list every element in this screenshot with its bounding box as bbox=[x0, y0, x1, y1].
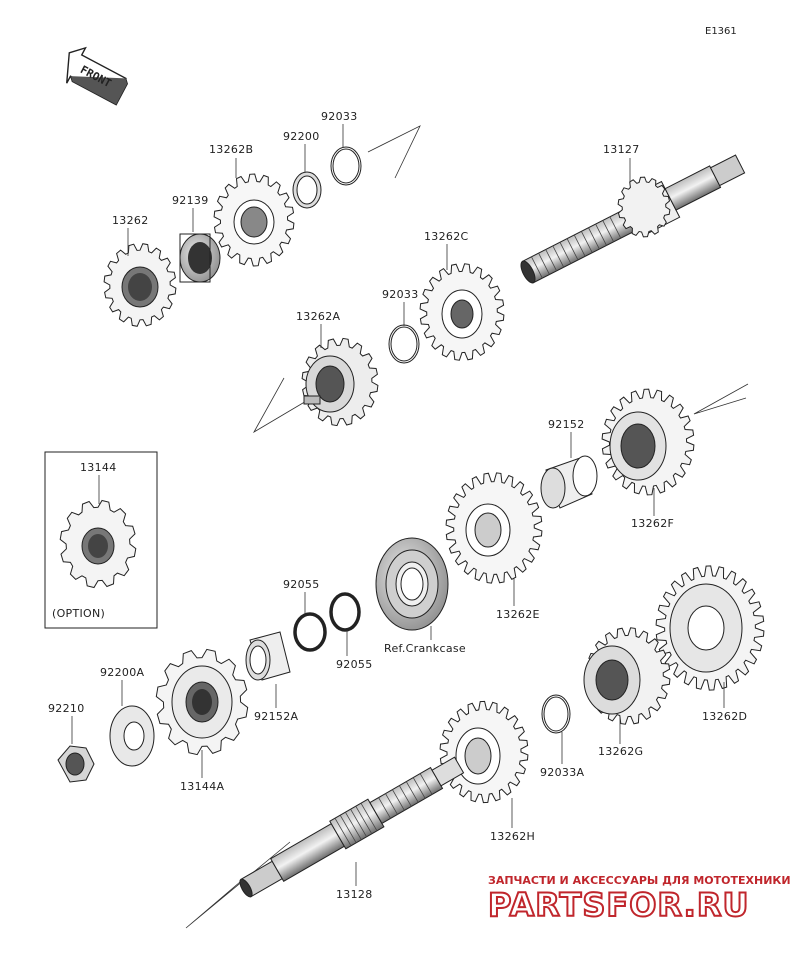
label-92033-top: 92033 bbox=[321, 110, 358, 123]
o-ring-92055-b bbox=[329, 592, 361, 632]
gear-13262d bbox=[655, 565, 765, 691]
assembly-line bbox=[185, 841, 291, 929]
label-13262g: 13262G bbox=[598, 745, 643, 758]
nut-92210 bbox=[57, 745, 95, 783]
label-92033a: 92033A bbox=[540, 766, 584, 779]
bushing-92152 bbox=[540, 455, 598, 509]
needle-bearing-92139 bbox=[179, 233, 221, 283]
label-13127: 13127 bbox=[603, 143, 640, 156]
label-13262c: 13262C bbox=[424, 230, 468, 243]
washer-92200 bbox=[292, 171, 322, 209]
o-ring-92055-a bbox=[293, 612, 327, 652]
label-13262b: 13262B bbox=[209, 143, 253, 156]
gear-13262f bbox=[601, 388, 695, 496]
shaft-13128 bbox=[239, 756, 465, 898]
label-92139: 92139 bbox=[172, 194, 209, 207]
front-arrow-icon: FRONT bbox=[66, 46, 128, 106]
label-13262e: 13262E bbox=[496, 608, 540, 621]
circlip-92033-mid bbox=[388, 324, 420, 364]
gear-13262g bbox=[583, 627, 671, 725]
lock-washer-92200a bbox=[109, 705, 155, 767]
watermark-brand: PARTSFOR.RU bbox=[488, 886, 749, 924]
label-92210: 92210 bbox=[48, 702, 85, 715]
gear-13262b bbox=[213, 173, 295, 267]
label-92152: 92152 bbox=[548, 418, 585, 431]
assembly-line bbox=[367, 125, 421, 179]
label-13262a: 13262A bbox=[296, 310, 340, 323]
diagram-code: E1361 bbox=[705, 26, 737, 37]
collar-92152a bbox=[245, 631, 291, 681]
label-92200: 92200 bbox=[283, 130, 320, 143]
gear-13262c bbox=[419, 263, 505, 361]
label-13144: 13144 bbox=[80, 461, 117, 474]
label-13262h: 13262H bbox=[490, 830, 535, 843]
label-92200a: 92200A bbox=[100, 666, 144, 679]
label-13262d: 13262D bbox=[702, 710, 747, 723]
gear-13262e bbox=[445, 472, 543, 584]
shaft-13127 bbox=[520, 154, 746, 284]
label-13128: 13128 bbox=[336, 888, 373, 901]
label-13144a: 13144A bbox=[180, 780, 224, 793]
label-92055-a: 92055 bbox=[283, 578, 320, 591]
watermark: ЗАПЧАСТИ И АКСЕССУАРЫ ДЛЯ МОТОТЕХНИКИ PA… bbox=[487, 874, 791, 925]
label-92152a: 92152A bbox=[254, 710, 298, 723]
assembly-line bbox=[252, 377, 309, 434]
watermark-tagline: ЗАПЧАСТИ И АКСЕССУАРЫ ДЛЯ МОТОТЕХНИКИ bbox=[488, 874, 791, 887]
gear-13262h bbox=[439, 700, 529, 804]
label-13262: 13262 bbox=[112, 214, 149, 227]
gear-13262 bbox=[103, 243, 177, 327]
label-ref-crankcase: Ref.Crankcase bbox=[384, 642, 466, 655]
ball-bearing bbox=[375, 537, 449, 631]
option-box bbox=[44, 451, 158, 629]
label-92033-mid: 92033 bbox=[382, 288, 419, 301]
circlip-92033-top bbox=[330, 146, 362, 186]
option-caption: (OPTION) bbox=[52, 607, 105, 620]
label-92055-b: 92055 bbox=[336, 658, 373, 671]
gear-13262a bbox=[301, 337, 379, 427]
label-13262f: 13262F bbox=[631, 517, 674, 530]
assembly-line bbox=[693, 383, 749, 415]
sprocket-13144a bbox=[155, 648, 249, 756]
circlip-92033a bbox=[541, 694, 571, 734]
